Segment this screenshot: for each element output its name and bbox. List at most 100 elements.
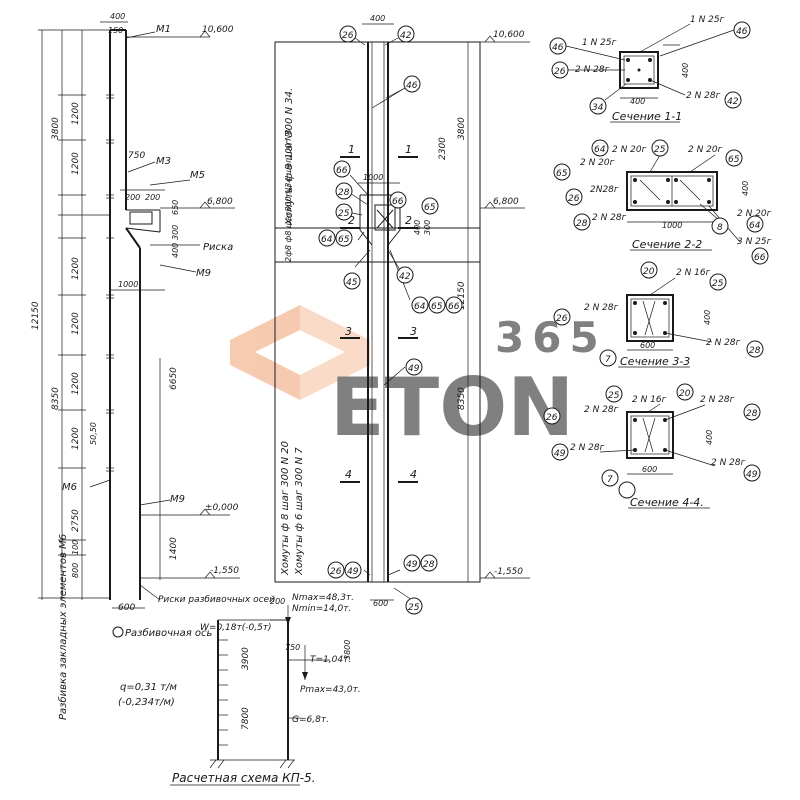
s2-rebar-2: 2 N 20г <box>580 158 615 168</box>
s3-b20: 20 <box>643 267 655 277</box>
scheme-nmin: Nmin=14,0т. <box>292 604 351 614</box>
dim-400-corbel: 400 <box>171 243 180 258</box>
bubble-28-bottom: 28 <box>423 560 435 570</box>
scheme-g: G=6,8т. <box>292 715 329 725</box>
bubble-28: 28 <box>338 188 350 198</box>
label-m1: М1 <box>156 24 171 35</box>
scheme-750: 750 <box>285 643 300 652</box>
s2-b64-left: 64 <box>594 145 606 155</box>
bubble-42-top: 42 <box>400 31 412 41</box>
dim-100: 100 <box>71 540 80 555</box>
label-riska: Риска <box>203 242 233 253</box>
bubble-66-rb: 66 <box>448 302 460 312</box>
dim-1400: 1400 <box>169 537 179 560</box>
s2-b28: 28 <box>576 219 588 229</box>
s1-b34: 34 <box>592 103 604 113</box>
dim-300-mid: 300 <box>423 220 432 235</box>
mark-10600-left: 10,600 <box>202 25 234 35</box>
s4-rebar-5: 2 N 28г <box>711 458 746 468</box>
section-1-1: 400 400 1 N 25г 1 N 25г 2 N 28г 2 N 28г … <box>549 15 751 123</box>
dim-300: 300 <box>171 225 180 240</box>
mark-10600-mid: 10,600 <box>493 30 525 40</box>
s2-title: Сечение 2-2 <box>632 238 702 251</box>
dim-6650: 6650 <box>169 367 179 390</box>
watermark-logo-icon <box>230 305 300 400</box>
s2-b65-right: 65 <box>728 155 740 165</box>
s4-title: Сечение 4-4. <box>630 496 704 509</box>
s4-rebar-1: 2 N 16г <box>632 395 667 405</box>
s4-b20: 20 <box>679 389 691 399</box>
bubble-25-bottom: 25 <box>408 603 420 613</box>
s4-b49-left: 49 <box>554 449 566 459</box>
scheme-q2: (-0,234т/м) <box>118 697 175 708</box>
left-elevation: 12150 3800 8350 1200 1200 1200 1200 1200… <box>31 12 275 720</box>
bubble-26-bottom: 26 <box>330 567 342 577</box>
s1-height: 400 <box>681 63 690 78</box>
section-3-3: 600 400 2 N 16г 2 N 28г 2 N 28г 20 25 26… <box>553 261 764 368</box>
bubble-26-top: 26 <box>342 31 354 41</box>
watermark: ETON 365 <box>230 305 607 454</box>
dim-400-mid-corbel: 400 <box>413 220 422 235</box>
dim-1200-b: 1200 <box>71 152 81 175</box>
dim-400-mid: 400 <box>370 14 385 23</box>
label-layout-embeds: Разбивка закладных элементов М6 <box>57 534 69 720</box>
s2-height: 400 <box>741 181 750 196</box>
s4-width: 600 <box>642 465 657 474</box>
s2-rebar-3: 2 N 20г <box>688 145 723 155</box>
s2-rebar-7: 3 N 25г <box>737 237 772 247</box>
s2-rebar-5: 2 N 28г <box>592 213 627 223</box>
s3-rebar-3: 2 N 28г <box>706 338 741 348</box>
s3-rebar-2: 2 N 28г <box>584 303 619 313</box>
scheme-w: W=0,18т(-0,5т) <box>200 623 272 633</box>
scheme-nmax: Nmax=48,3т. <box>292 593 354 603</box>
label-m3: М3 <box>156 156 171 167</box>
zone-4-left: 4 <box>345 468 352 481</box>
dim-8350-mid: 8350 <box>457 387 467 410</box>
dim-3800: 3800 <box>51 117 61 140</box>
mark-6800-left: 6,800 <box>207 197 233 207</box>
s2-b64-right: 64 <box>749 221 761 231</box>
s3-b26: 26 <box>556 314 568 324</box>
s3-b25: 25 <box>712 279 724 289</box>
dim-1000-mid: 1000 <box>363 173 383 182</box>
middle-elevation: 1 1 2 2 3 3 4 4 Хомуты ф 8 шаг 300 N 34.… <box>274 14 530 615</box>
scheme-dim-7800: 7800 <box>241 707 251 730</box>
watermark-number: 365 <box>495 313 607 362</box>
dim-12150: 12150 <box>31 301 41 330</box>
s4-b25: 25 <box>608 391 620 401</box>
middle-bubbles: 26 42 46 66 28 66 25 65 64 65 45 42 64 6… <box>318 25 463 615</box>
dim-8350: 8350 <box>51 387 61 410</box>
calc-scheme: W=0,18т(-0,5т) q=0,31 т/м (-0,234т/м) 39… <box>118 593 361 786</box>
s2-b8: 8 <box>717 223 723 233</box>
bubble-49-mid: 49 <box>408 364 420 374</box>
s3-rebar-1: 2 N 16г <box>676 268 711 278</box>
bubble-25: 25 <box>338 209 350 219</box>
dim-200-b: 200 <box>145 193 160 202</box>
bubble-64-right: 64 <box>414 302 426 312</box>
dim-1200-f: 1200 <box>71 427 81 450</box>
s4-rebar-4: 2 N 28г <box>570 443 605 453</box>
zone-1-left: 1 <box>348 143 355 156</box>
s2-b25: 25 <box>654 145 666 155</box>
mark-bottom-left: -1,550 <box>210 566 239 576</box>
s1-b46-right: 46 <box>736 27 748 37</box>
dim-400-top: 400 <box>110 12 125 21</box>
bubble-42-mid: 42 <box>399 272 411 282</box>
bubble-64-left: 64 <box>321 235 333 245</box>
bubble-65-left: 65 <box>338 235 350 245</box>
zone-4-right: 4 <box>410 468 417 481</box>
dim-2750: 2750 <box>71 509 81 532</box>
s3-title: Сечение 3-3 <box>620 355 690 368</box>
dim-600-mid: 600 <box>373 599 388 608</box>
clamps-top: Хомуты ф 8 шаг 300 N 34. <box>284 88 295 226</box>
dim-600-left: 600 <box>118 603 135 613</box>
s4-height: 400 <box>705 430 714 445</box>
scheme-q1: q=0,31 т/м <box>120 682 177 693</box>
scheme-dim-2800: 3800 <box>343 640 352 660</box>
label-m5: М5 <box>190 170 205 181</box>
scheme-title: Расчетная схема КП-5. <box>172 771 316 785</box>
mark-6800-mid: 6,800 <box>493 197 519 207</box>
label-m6: М6 <box>62 482 77 493</box>
dim-200-a: 200 <box>125 193 140 202</box>
